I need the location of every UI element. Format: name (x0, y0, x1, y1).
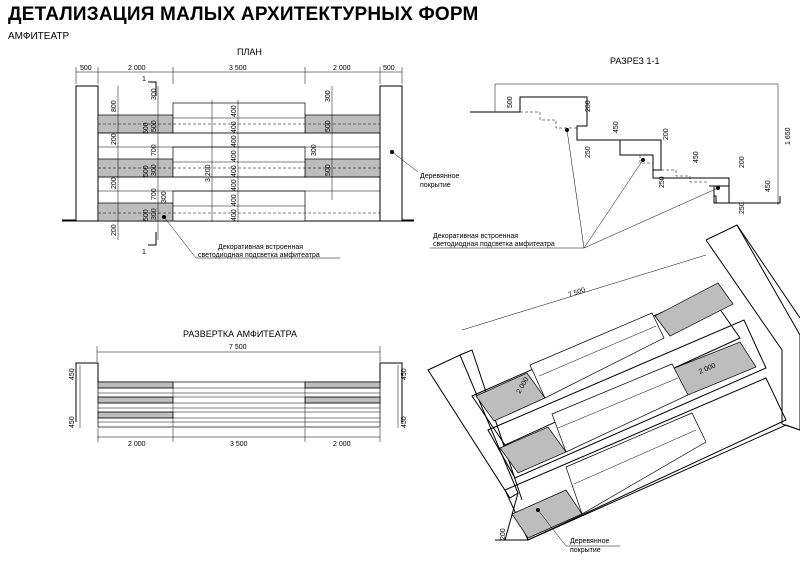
plan-callout-light: светодиодная подсветка амфитеатра (198, 252, 320, 259)
plan-dim-col-small: 500 (143, 209, 150, 221)
section-dim: 250 (585, 146, 592, 158)
plan-dim-right: 300 (311, 144, 318, 156)
plan-dim-right: 500 (325, 164, 332, 176)
unfold-dim-side: 450 (401, 416, 408, 428)
plan-dim-right: 500 (325, 120, 332, 132)
plan-dim-col: 300 (151, 164, 158, 176)
plan-dim-right: 300 (325, 90, 332, 102)
plan-dim-col: 700 (151, 188, 158, 200)
plan-dim-400: 400 (231, 194, 238, 206)
unfold-view: РАЗВЕРТКА АМФИТЕАТРА 7 500 2 000 3 500 2… (69, 329, 408, 448)
section-title: РАЗРЕЗ 1-1 (610, 56, 660, 66)
plan-dim-400: 400 (231, 150, 238, 162)
page-subtitle: АМФИТЕАТР (8, 31, 70, 42)
axon-view: 7 500 2 000 2 000 200 Дерев (427, 224, 800, 554)
unfold-total: 7 500 (229, 344, 247, 351)
plan-callout-light: Декоративная встроенная (218, 244, 303, 251)
section-height: 1 650 (785, 127, 792, 145)
plan-dim-col: 300 (151, 208, 158, 220)
axon-dim-c: 200 (500, 528, 507, 540)
unfold-dim-side: 450 (69, 368, 76, 380)
page-title: ДЕТАЛИЗАЦИЯ МАЛЫХ АРХИТЕКТУРНЫХ ФОРМ (8, 4, 479, 25)
unfold-dim-bottom: 3 500 (230, 441, 248, 448)
axon-total: 7 500 (567, 287, 586, 299)
unfold-dim-side: 450 (401, 368, 408, 380)
plan-dim-400: 400 (231, 105, 238, 117)
section-dim: 450 (765, 180, 772, 192)
plan-dim-400: 400 (231, 135, 238, 147)
plan-dim-col: 700 (151, 144, 158, 156)
section-callout-light: светодиодная подсветка амфитеатра (433, 241, 555, 248)
section-dim: 450 (693, 151, 700, 163)
section-dim: 200 (663, 128, 670, 140)
plan-view: ПЛАН 500 2 000 3 500 2 000 500 (62, 47, 459, 259)
plan-dim-left: 800 (111, 100, 118, 112)
plan-dim-400: 400 (231, 165, 238, 177)
plan-dim-col-small: 500 (143, 122, 150, 134)
plan-dim-top: 2 000 (128, 65, 146, 72)
section-dim: 500 (507, 96, 514, 108)
plan-dim-400: 400 (231, 121, 238, 133)
plan-dim-left: 200 (111, 177, 118, 189)
unfold-dim-bottom: 2 000 (128, 441, 146, 448)
section-dim: 250 (659, 176, 666, 188)
section-callout-light: Декоративная встроенная (433, 233, 518, 240)
plan-dim-col: 300 (151, 88, 158, 100)
plan-dim-col-small: 500 (143, 165, 150, 177)
section-dim: 450 (613, 121, 620, 133)
section-view: РАЗРЕЗ 1-1 500 200 450 250 200 450 250 2… (430, 56, 792, 249)
axon-callout-wood: Деревянное (570, 538, 609, 545)
plan-dim-3200: 3 200 (205, 164, 212, 182)
plan-section-mark-top: 1 (142, 76, 146, 83)
plan-title: ПЛАН (237, 47, 262, 57)
axon-callout-wood: покрытие (570, 547, 601, 554)
plan-dim-top: 500 (80, 65, 92, 72)
section-dim: 200 (739, 156, 746, 168)
plan-callout-wood: покрытие (420, 182, 451, 189)
plan-dim-400: 400 (231, 209, 238, 221)
plan-dim-400: 400 (231, 179, 238, 191)
plan-dim-top: 500 (383, 65, 395, 72)
plan-dim-left: 200 (111, 224, 118, 236)
plan-callout-wood: Деревянное (420, 173, 459, 180)
section-dim: 250 (739, 202, 746, 214)
plan-dim-col: 500 (151, 120, 158, 132)
plan-dim-col: 300 (161, 191, 168, 203)
unfold-title: РАЗВЕРТКА АМФИТЕАТРА (183, 329, 297, 339)
plan-section-mark-bottom: 1 (142, 249, 146, 256)
plan-dim-top: 3 500 (229, 65, 247, 72)
unfold-dim-side: 450 (69, 416, 76, 428)
plan-dim-top: 2 000 (333, 65, 351, 72)
plan-dim-left: 200 (111, 133, 118, 145)
section-dim: 200 (585, 100, 592, 112)
unfold-dim-bottom: 2 000 (333, 441, 351, 448)
